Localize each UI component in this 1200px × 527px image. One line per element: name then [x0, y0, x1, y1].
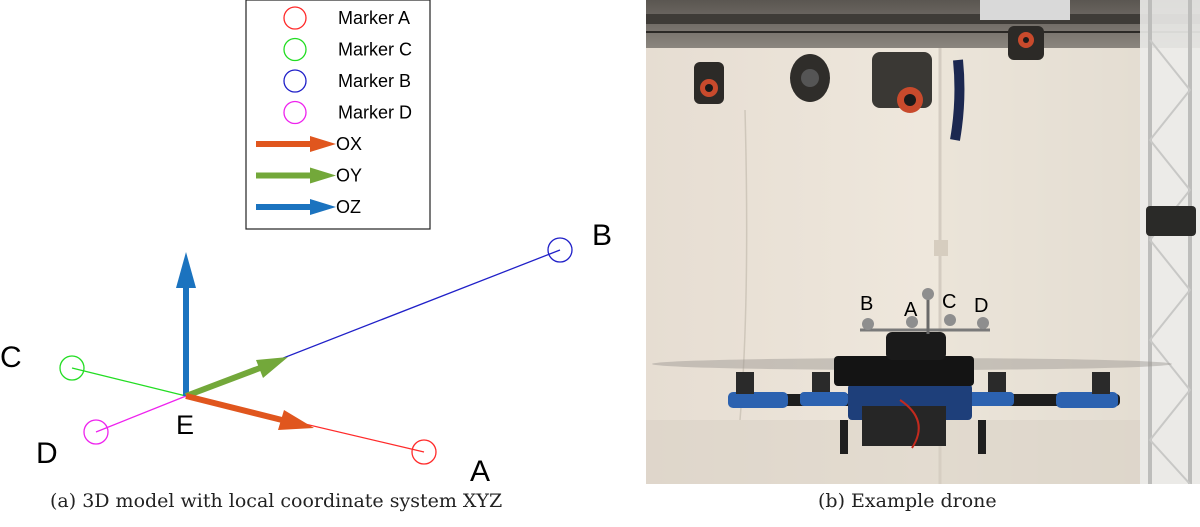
legend-marker-icon — [283, 37, 307, 62]
truss-tower — [1140, 0, 1200, 484]
axis-oz-arrow — [176, 252, 196, 396]
legend-label: Marker D — [338, 103, 412, 123]
mocap-camera-icon — [1008, 26, 1044, 60]
legend-label: OX — [336, 134, 362, 154]
marker-d — [83, 419, 109, 445]
caption-a: (a) 3D model with local coordinate syste… — [50, 490, 503, 512]
marker-b — [547, 237, 573, 263]
mocap-camera-icon — [790, 54, 830, 102]
legend-item: Marker A — [283, 6, 410, 30]
drone: B A C D — [728, 288, 1120, 454]
photo-marker-label-d: D — [974, 295, 988, 317]
legend-label: Marker B — [338, 71, 411, 91]
legend-item: OX — [256, 134, 362, 154]
marker-a — [411, 439, 437, 465]
legend-marker-icon — [283, 6, 307, 30]
mocap-camera-icon — [872, 52, 932, 113]
legend-label: OZ — [336, 197, 361, 217]
caption-b: (b) Example drone — [818, 490, 997, 512]
legend-item: OZ — [256, 197, 361, 217]
legend-box — [245, 0, 431, 230]
legend-marker-icon — [283, 69, 307, 93]
line-e-d — [95, 395, 187, 433]
legend-arrow-head-icon — [310, 199, 336, 215]
axis-oy-arrow — [184, 357, 288, 399]
marker-c — [59, 355, 85, 381]
legend-label: Marker A — [338, 8, 410, 28]
line-e-c — [71, 367, 187, 397]
photo-marker-label-b: B — [860, 293, 873, 315]
mocap-camera-icon — [694, 62, 724, 104]
model-panel: Marker A Marker C Marker B Marker D OX OY OZ A… — [0, 0, 612, 488]
legend: Marker A Marker C Marker B Marker D OX OY OZ — [245, 0, 431, 230]
legend-item: Marker C — [283, 37, 412, 62]
point-label-b: B — [592, 219, 612, 252]
legend-marker-icon — [283, 100, 307, 125]
legend-arrow-head-icon — [310, 167, 336, 184]
legend-label: Marker C — [338, 40, 412, 60]
photo-marker-label-c: C — [942, 291, 956, 313]
photo-marker-label-a: A — [904, 299, 918, 321]
point-label-d: D — [36, 437, 58, 470]
legend-arrow-head-icon — [310, 136, 336, 152]
legend-item: Marker D — [283, 100, 412, 125]
legend-item: Marker B — [283, 69, 411, 93]
drone-photo: B A C D — [646, 0, 1200, 484]
legend-item: OY — [256, 166, 362, 186]
legend-label: OY — [336, 166, 362, 186]
point-label-c: C — [0, 341, 22, 374]
point-label-a: A — [470, 455, 490, 488]
axis-ox-arrow — [185, 393, 314, 430]
point-label-e: E — [176, 410, 194, 440]
